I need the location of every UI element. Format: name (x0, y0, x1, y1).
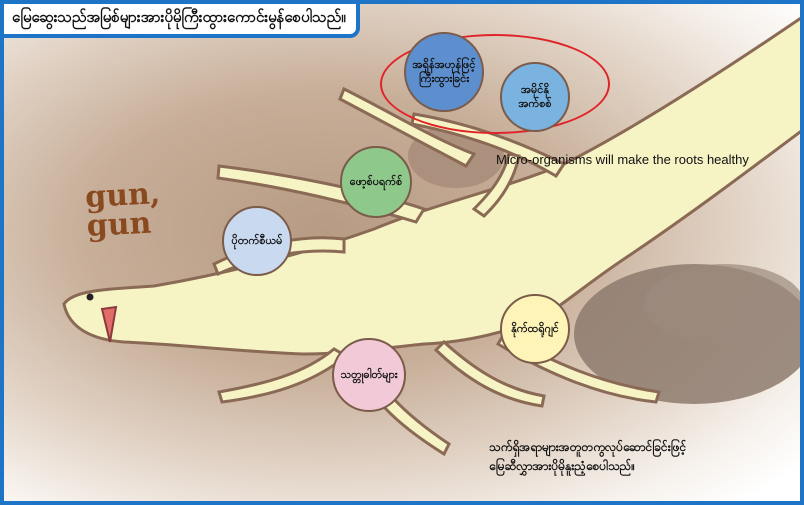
bubble-potassium: ပိုတက်စီယမ် (222, 206, 292, 276)
bubble-amino-acid: အမိုင်နိုအက်စစ် (500, 62, 570, 132)
sound-effect-line-2: gun (86, 209, 162, 241)
soil-clump (644, 264, 804, 344)
bubble-label: အမိုင်နိုအက်စစ် (508, 83, 562, 111)
note-line-1: သက်ရှိအရာများအတူတကွလုပ်ဆောင်ခြင်းဖြင့် (489, 438, 789, 457)
bottom-note: သက်ရှိအရာများအတူတကွလုပ်ဆောင်ခြင်းဖြင့် မ… (489, 438, 789, 475)
bubble-minerals: သတ္တုဓါတ်များ (332, 338, 406, 412)
bubble-phosphorus: ဖော့စ်ပရက်စ် (340, 146, 412, 218)
bubble-label: သတ္တုဓါတ်များ (340, 368, 397, 382)
root-eye (87, 294, 94, 301)
sound-effect: gun, gun (85, 180, 163, 241)
english-caption: Micro-organisms will make the roots heal… (496, 152, 749, 167)
page-title: မြေဆွေးသည်အမြစ်များအားပိုမိုကြီးထွားကောင… (4, 4, 360, 38)
note-line-2: မြေဆီလွှာအားပိုမိုနူးညံ့စေပါသည်။ (489, 457, 789, 476)
bubble-label: နိုက်ထရိုဂျင် (511, 322, 559, 336)
root-branch (219, 349, 346, 402)
bubble-nitrogen: နိုက်ထရိုဂျင် (500, 294, 570, 364)
bubble-label: ပိုတက်စီယမ် (232, 234, 283, 248)
bubble-label: ဖော့စ်ပရက်စ် (350, 175, 403, 189)
bubble-rapid-growth: အရှိန်အဟုန်ဖြင့်ကြီးထွားခြင်း (404, 32, 484, 112)
bubble-label: အရှိန်အဟုန်ဖြင့်ကြီးထွားခြင်း (412, 58, 476, 86)
